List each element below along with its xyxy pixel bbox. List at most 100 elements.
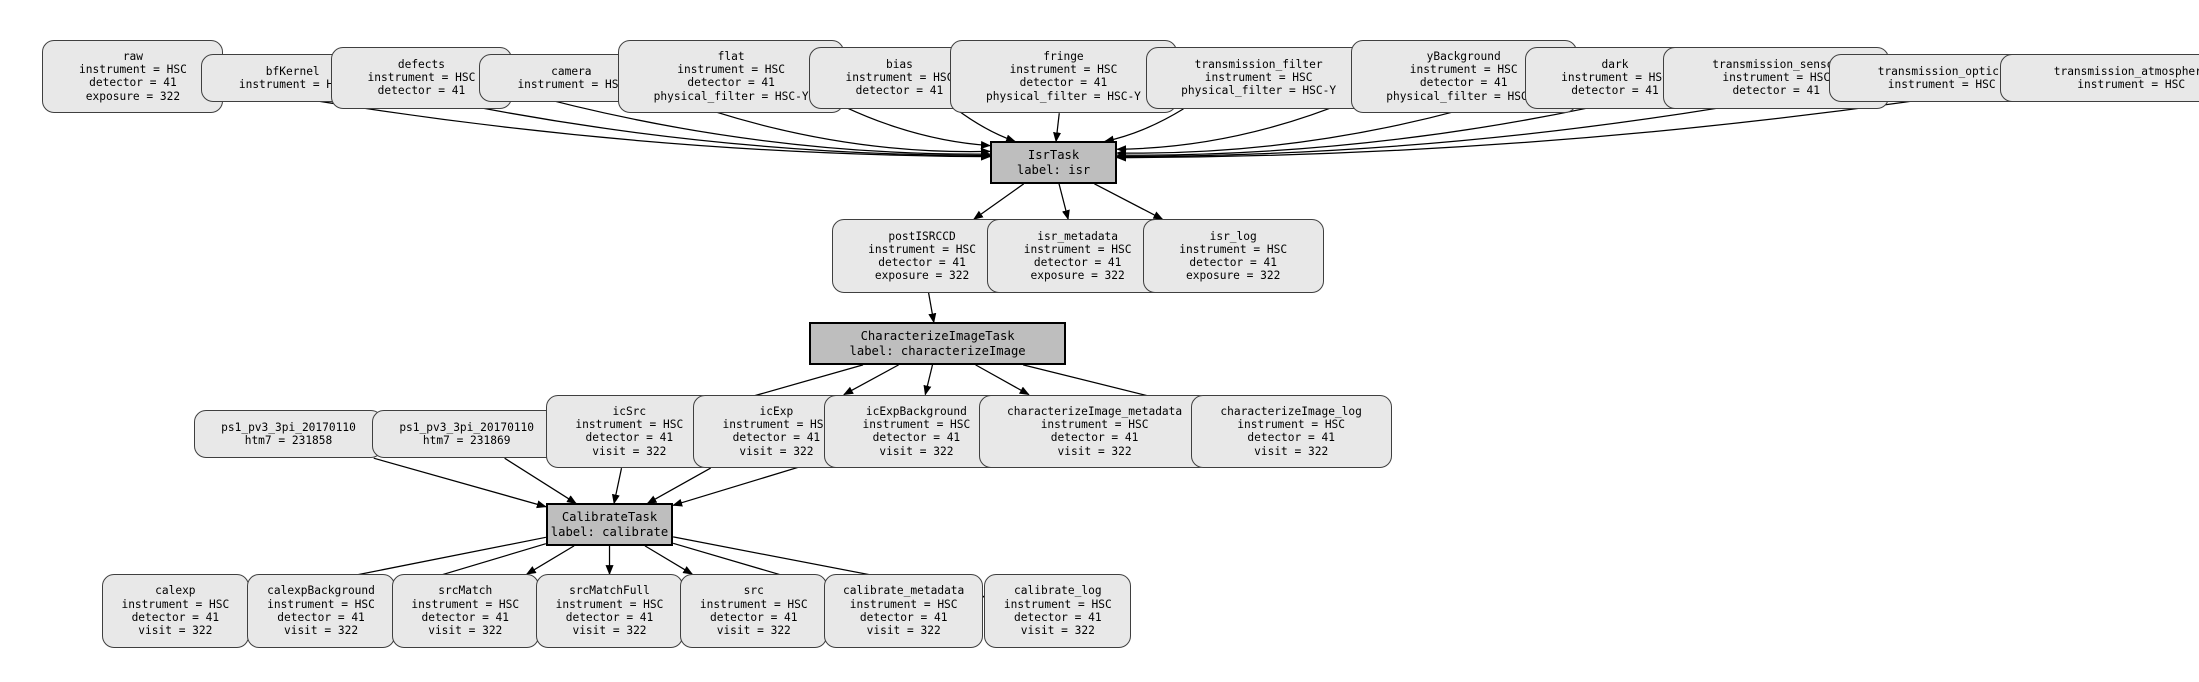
node-dimension: exposure = 322 xyxy=(874,269,970,283)
node-dimension: instrument = HSC xyxy=(1409,63,1518,77)
node-title: camera xyxy=(551,64,592,78)
edge-CharacterizeImageTask-to-characterizeImage_metadata xyxy=(975,364,1030,396)
node-dimension: instrument = HSC xyxy=(1237,418,1346,432)
node-dimension: instrument = HSC xyxy=(845,71,954,85)
node-dimension: instrument = HSC xyxy=(517,77,626,91)
node-dimension: instrument = HSC xyxy=(1887,77,1996,91)
node-title: srcMatchFull xyxy=(569,584,650,598)
node-dimension: detector = 41 xyxy=(687,76,775,90)
node-title: ps1_pv3_3pi_20170110 xyxy=(221,420,356,434)
node-dimension: detector = 41 xyxy=(377,84,466,98)
edge-CalibrateTask-to-src xyxy=(644,545,694,575)
node-dimension: instrument = HSC xyxy=(1009,63,1118,77)
node-title: CalibrateTask xyxy=(561,510,658,525)
node-dimension: visit = 322 xyxy=(879,444,954,458)
node-dimension: detector = 41 xyxy=(1189,255,1277,269)
node-title: icExp xyxy=(759,404,794,418)
node-dimension: visit = 322 xyxy=(866,624,941,638)
node-dimension: detector = 41 xyxy=(1050,431,1139,445)
node-dimension: physical_filter = HSC-Y xyxy=(986,89,1141,103)
edge-IsrTask-to-isr_metadata xyxy=(1058,183,1070,221)
node-dimension: detector = 41 xyxy=(1732,84,1820,98)
node-dimension: instrument = HSC xyxy=(267,597,375,611)
node-title: icSrc xyxy=(612,404,647,418)
node-title: yBackground xyxy=(1426,49,1501,63)
node-dimension: detector = 41 xyxy=(89,76,177,90)
edge-icExp-to-CalibrateTask xyxy=(646,467,711,505)
node-dimension: htm7 = 231858 xyxy=(244,434,333,448)
node-dimension: visit = 322 xyxy=(138,624,213,638)
node-dimension: visit = 322 xyxy=(716,624,791,638)
node-title: isr_metadata xyxy=(1037,229,1119,243)
node-dimension: detector = 41 xyxy=(1419,76,1508,90)
node-dimension: detector = 41 xyxy=(1571,84,1659,98)
edge-CalibrateTask-to-srcMatch xyxy=(525,545,575,575)
node-title: ps1_pv3_3pi_20170110 xyxy=(399,420,535,434)
node-dimension: visit = 322 xyxy=(592,444,667,458)
node-title: defects xyxy=(397,57,445,71)
node-dimension: detector = 41 xyxy=(859,610,948,624)
edge-IsrTask-to-isr_log xyxy=(1094,183,1164,220)
edge-ps1_a-to-CalibrateTask xyxy=(373,457,547,509)
node-dimension: detector = 41 xyxy=(277,610,365,624)
node-title: CharacterizeImageTask xyxy=(860,329,1015,344)
node-dimension: detector = 41 xyxy=(585,431,674,445)
node-dimension: detector = 41 xyxy=(1033,255,1122,269)
node-dimension: visit = 322 xyxy=(739,444,814,458)
node-dimension: detector = 41 xyxy=(878,255,966,269)
node-dimension: instrument = HSC xyxy=(79,63,187,77)
edge-flat-to-IsrTask xyxy=(844,106,991,149)
edge-IsrTask-to-postISRCCD xyxy=(973,183,1025,220)
node-title: calexp xyxy=(155,584,196,598)
node-dimension: instrument = HSC xyxy=(1003,597,1112,611)
node-dimension: instrument = HSC xyxy=(555,597,664,611)
node-dimension: detector = 41 xyxy=(131,610,220,624)
node-dimension: instrument = HSC xyxy=(1722,71,1831,85)
node-dimension: instrument = HSC xyxy=(677,63,786,77)
node-dimension: detector = 41 xyxy=(855,84,944,98)
node-title: IsrTask xyxy=(1027,148,1080,163)
node-title: bfKernel xyxy=(265,64,320,78)
node-dimension: instrument = HSC xyxy=(121,597,230,611)
node-title: bias xyxy=(885,57,913,71)
node-dimension: instrument = HSC xyxy=(862,418,971,432)
node-title: fringe xyxy=(1043,49,1084,63)
node-dimension: detector = 41 xyxy=(1019,76,1108,90)
node-dimension: label: calibrate xyxy=(550,524,669,539)
node-title: characterizeImage_metadata xyxy=(1007,404,1183,418)
node-title: calexpBackground xyxy=(267,584,375,598)
node-dimension: instrument = HSC xyxy=(868,242,976,256)
node-dimension: exposure = 322 xyxy=(1030,269,1125,283)
node-title: postISRCCD xyxy=(888,229,956,243)
node-dimension: physical_filter = HSC-Y xyxy=(1181,84,1337,98)
node-dimension: visit = 322 xyxy=(572,624,647,638)
node-dimension: instrument = HSC xyxy=(699,597,808,611)
edge-icSrc-to-CalibrateTask xyxy=(611,467,623,505)
edge-ps1_b-to-CalibrateTask xyxy=(504,457,577,504)
